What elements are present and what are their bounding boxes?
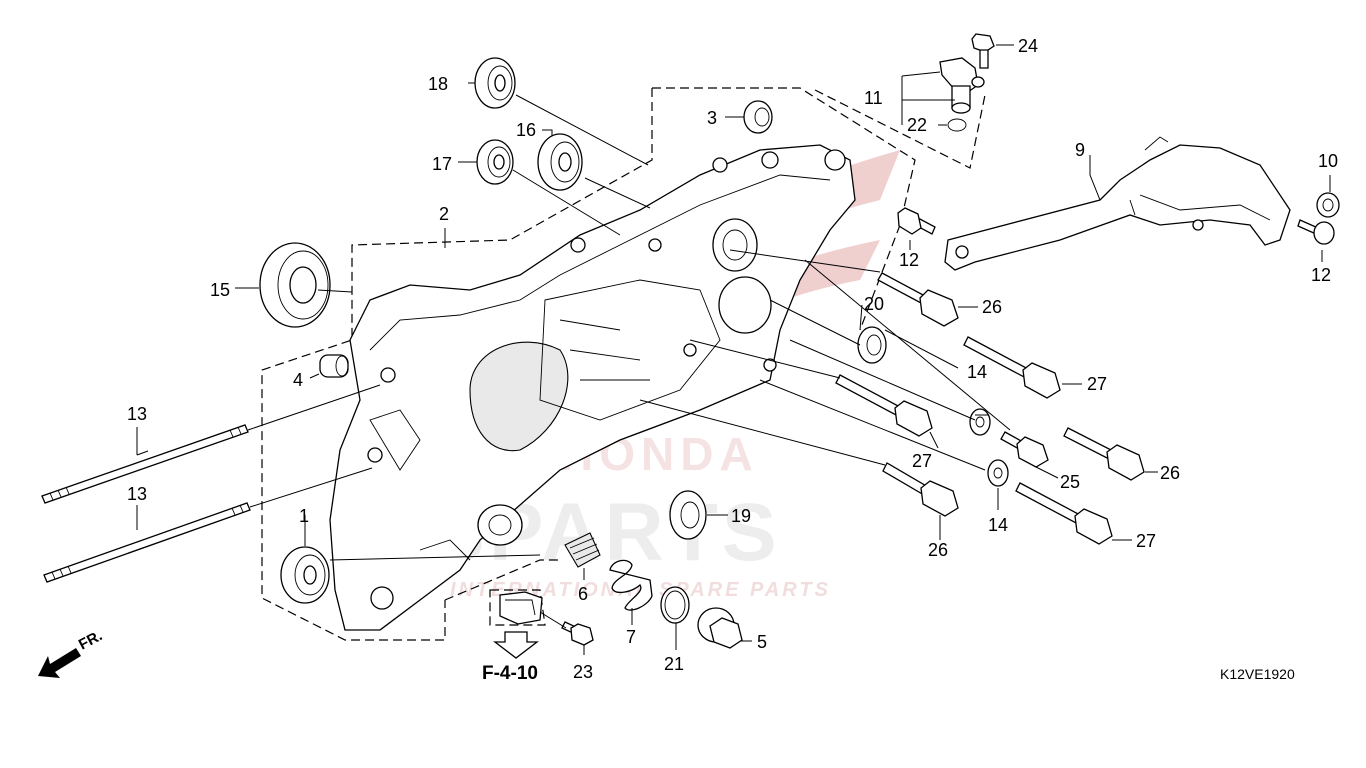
flange-bolt-27-middle (835, 374, 933, 437)
reference-arrow (493, 631, 539, 659)
callout-11: 11 (864, 88, 883, 108)
o-ring-21 (660, 586, 690, 624)
callout-17: 17 (432, 154, 452, 174)
callout-19: 19 (731, 506, 751, 526)
front-direction-arrow: FR. (38, 627, 105, 678)
front-label: FR. (76, 627, 105, 653)
bearing-18 (474, 57, 516, 109)
drain-plug-5 (697, 607, 743, 649)
callout-4: 4 (293, 370, 303, 390)
callout-14-upper: 14 (967, 362, 987, 382)
bushing-3 (743, 100, 773, 134)
bolt-12-left (897, 207, 936, 235)
callout-5: 5 (757, 632, 767, 652)
bolt-24 (971, 33, 995, 69)
flange-bolt-26-lower (882, 462, 959, 517)
oil-seal-20 (857, 326, 887, 364)
callout-27-middle: 27 (912, 451, 932, 471)
oil-strainer-screen-6 (564, 532, 601, 568)
bearing-1 (280, 546, 330, 604)
stud-bolt-13-lower (43, 502, 251, 583)
assembly-outline-bracket (489, 589, 546, 626)
bearing-16 (537, 133, 583, 191)
callout-10: 10 (1318, 151, 1338, 171)
assembly-outline-oil (444, 559, 560, 601)
callout-20: 20 (864, 294, 884, 314)
assembly-outline-main (261, 88, 653, 641)
speed-sensor-11 (939, 57, 985, 114)
callout-3: 3 (707, 108, 717, 128)
callout-27-lower: 27 (1136, 531, 1156, 551)
callout-18: 18 (428, 74, 448, 94)
callout-12-left: 12 (899, 250, 919, 270)
oil-seal-19 (669, 490, 707, 540)
assembly-outline-sensor (814, 89, 986, 169)
grommet-10 (1316, 192, 1340, 218)
callout-2: 2 (439, 204, 449, 224)
callout-23: 23 (573, 662, 593, 682)
bearing-15 (259, 242, 331, 328)
bolt-25 (1000, 431, 1049, 468)
callout-25: 25 (1060, 472, 1080, 492)
callout-labels: 18 16 17 3 2 15 4 13 13 1 11 22 24 9 10 … (127, 36, 1338, 682)
bracket-clip (499, 591, 543, 625)
callout-12-right: 12 (1311, 265, 1331, 285)
bolt-12-right (1297, 219, 1335, 245)
callout-26-right: 26 (1160, 463, 1180, 483)
callout-6: 6 (578, 584, 588, 604)
o-ring-22 (947, 118, 967, 132)
callout-15: 15 (210, 280, 230, 300)
callout-13-upper: 13 (127, 404, 147, 424)
washer-14-lower (987, 459, 1009, 487)
leader-lines (136, 44, 1331, 655)
callout-7: 7 (626, 627, 636, 647)
cover-bracket-9 (944, 136, 1291, 271)
flange-bolt-26-upper (877, 272, 959, 327)
flange-bolt-27-upper (963, 336, 1061, 399)
callout-22: 22 (907, 115, 927, 135)
callout-13-lower: 13 (127, 484, 147, 504)
assembly-outline-right (652, 87, 916, 331)
diagram-code: K12VE1920 (1220, 666, 1295, 682)
bolt-23 (561, 621, 594, 646)
callout-24: 24 (1018, 36, 1038, 56)
stud-bolt-13-upper (41, 424, 249, 504)
callout-26-upper: 26 (982, 297, 1002, 317)
callout-14-lower: 14 (988, 515, 1008, 535)
callout-27-upper: 27 (1087, 374, 1107, 394)
callout-9: 9 (1075, 140, 1085, 160)
flange-bolt-27-lower (1015, 482, 1113, 545)
callout-26-lower: 26 (928, 540, 948, 560)
bearing-17 (476, 139, 514, 185)
callout-1: 1 (299, 506, 309, 526)
reference-label: F-4-10 (482, 663, 538, 684)
watermark-tagline: INTERNATIONAL SPARE PARTS (450, 579, 831, 601)
callout-16: 16 (516, 120, 536, 140)
crankcase-cover (329, 144, 856, 631)
dowel-pin-4 (319, 354, 349, 378)
callout-21: 21 (664, 654, 684, 674)
washer-14-upper (969, 408, 991, 436)
flange-bolt-26-right (1063, 427, 1145, 481)
